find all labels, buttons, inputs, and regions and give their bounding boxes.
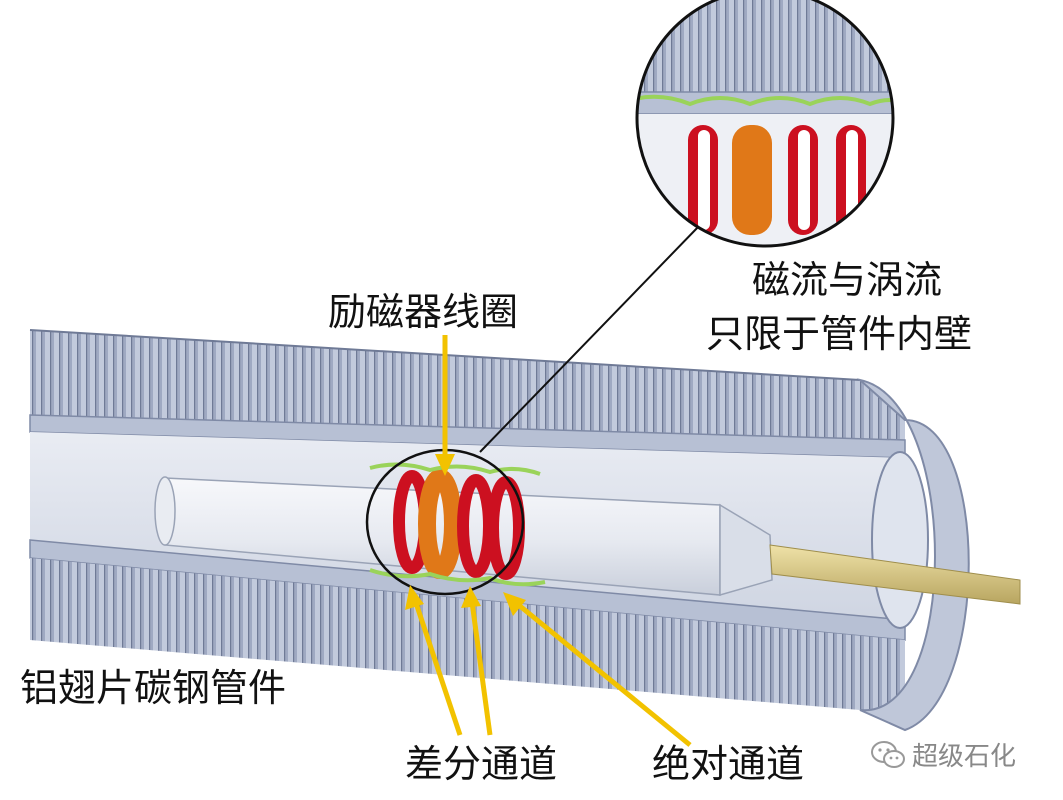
magnified-inset: [635, 0, 895, 248]
upper-fins: [30, 330, 905, 440]
watermark: 超级石化: [870, 736, 1016, 773]
magnifier-leader: [479, 224, 701, 453]
label-differential-channel: 差分通道: [405, 742, 558, 786]
label-flux-line2: 只限于管件内壁: [706, 312, 973, 356]
label-arrows: [405, 335, 692, 747]
sensor-trace-bottom: [369, 568, 546, 587]
tube-end-opening: [871, 451, 929, 629]
label-tube: 铝翅片碳钢管件: [20, 666, 287, 710]
label-absolute-channel: 绝对通道: [652, 742, 805, 786]
tube-end-face: [856, 378, 970, 732]
probe-nose: [719, 503, 773, 596]
lower-fins: [30, 558, 905, 730]
coil-group: [393, 469, 525, 580]
probe-cable: [769, 544, 1021, 605]
watermark-text: 超级石化: [912, 742, 1017, 772]
label-flux-line1: 磁流与涡流: [752, 258, 943, 302]
label-exciter-coil: 励磁器线圈: [328, 290, 519, 334]
wechat-icon: [871, 740, 905, 768]
